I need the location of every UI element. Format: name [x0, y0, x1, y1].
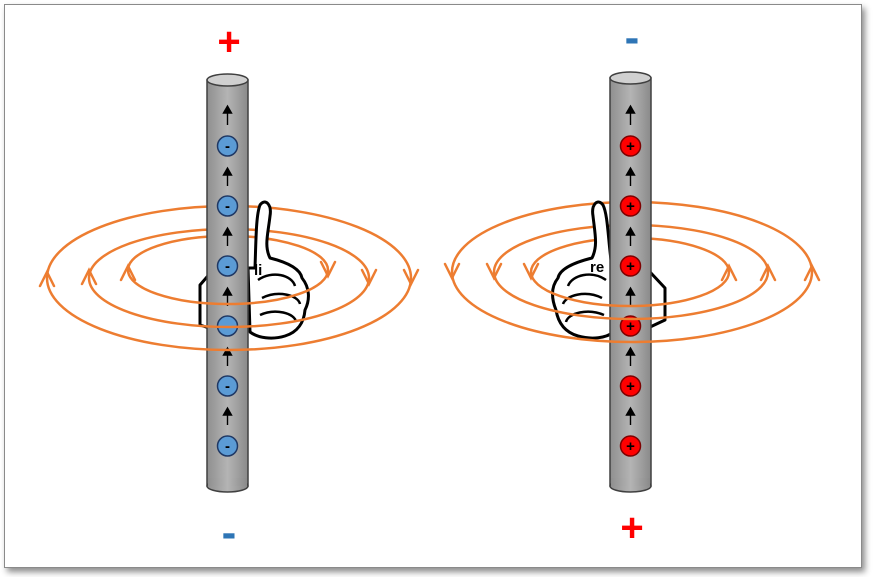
left-bottom-polarity-sign: -: [222, 508, 237, 557]
svg-text:+: +: [626, 138, 635, 155]
svg-text:+: +: [626, 378, 635, 395]
right-charge-5: +: [619, 375, 642, 397]
left-charge-1: -: [216, 135, 239, 157]
right-conductor-group: + + + + + + re: [443, 71, 821, 493]
left-top-polarity-sign: +: [217, 20, 240, 64]
left-field-arrows: [38, 260, 420, 288]
left-right-hand-drawing: [198, 200, 310, 340]
svg-text:-: -: [225, 438, 230, 455]
right-current-arrows: [625, 104, 636, 425]
right-wire: [609, 71, 652, 493]
left-field-lines-front: [45, 269, 413, 352]
svg-text:+: +: [626, 198, 635, 215]
right-charge-2: +: [619, 195, 642, 217]
svg-text:+: +: [626, 318, 635, 335]
left-charges: - - - - - -: [216, 135, 239, 457]
right-top-polarity-sign: -: [625, 13, 640, 62]
right-bottom-polarity-sign: +: [620, 506, 643, 550]
right-charges: + + + + + +: [619, 135, 642, 457]
right-field-arrows: [443, 262, 821, 282]
right-field-lines-front: [450, 271, 814, 344]
svg-text:-: -: [225, 198, 230, 215]
svg-text:+: +: [626, 438, 635, 455]
svg-text:+: +: [626, 258, 635, 275]
left-hand-label: li: [254, 262, 262, 279]
left-conductor-group: - - - - - - li: [38, 73, 420, 493]
svg-text:-: -: [225, 258, 230, 275]
left-charge-6: -: [216, 435, 239, 457]
right-charge-3: +: [619, 255, 642, 277]
left-charge-3: -: [216, 255, 239, 277]
right-hand-label: re: [590, 259, 604, 276]
right-charge-1: +: [619, 135, 642, 157]
left-current-arrows: [222, 104, 233, 425]
right-charge-4: +: [619, 315, 642, 337]
right-charge-6: +: [619, 435, 642, 457]
left-charge-2: -: [216, 195, 239, 217]
left-charge-5: -: [216, 375, 239, 397]
svg-text:-: -: [225, 138, 230, 155]
svg-text:-: -: [225, 378, 230, 395]
